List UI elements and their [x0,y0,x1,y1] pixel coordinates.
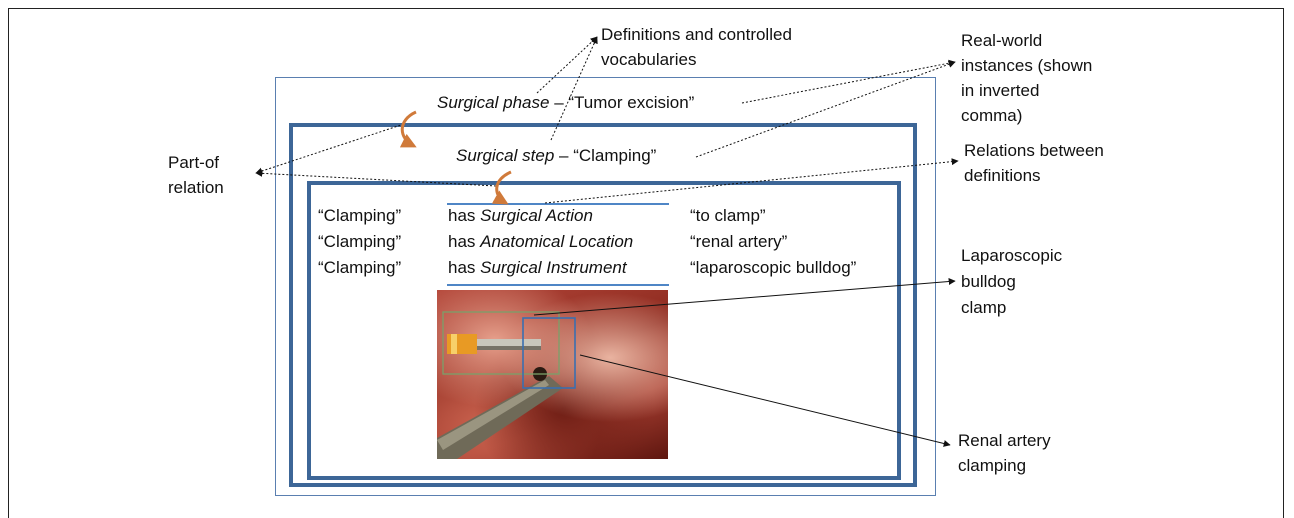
curved-arrow-icon [402,112,416,146]
dotted-arrow [545,161,958,203]
dotted-arrow [551,37,597,140]
dotted-arrow [537,37,597,93]
curved-arrow-icon [497,172,511,203]
dotted-arrow [256,173,496,186]
arrow-bulldog [534,281,955,315]
dotted-arrow [742,62,955,103]
dotted-arrow [696,62,955,157]
arrow-renal [580,355,950,445]
dotted-arrow [256,124,404,173]
